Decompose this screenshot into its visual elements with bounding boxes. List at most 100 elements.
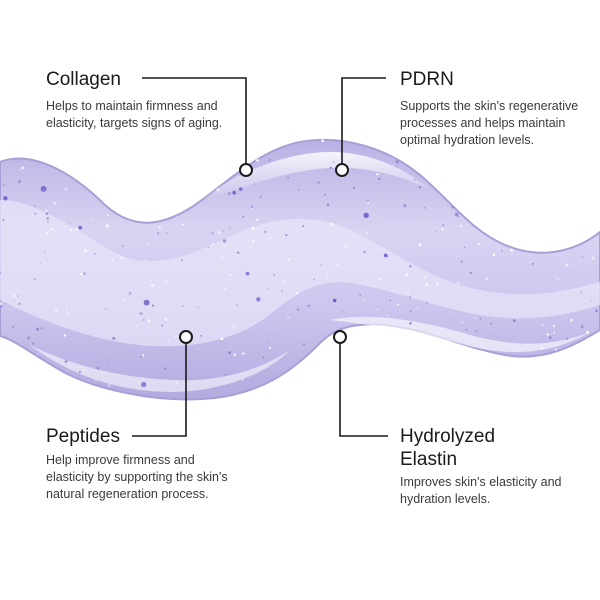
gel-speck bbox=[496, 308, 499, 310]
gel-speck bbox=[36, 327, 39, 331]
gel-speck bbox=[378, 177, 381, 180]
gel-speck bbox=[465, 328, 468, 331]
gel-speck bbox=[64, 225, 66, 228]
gel-speck bbox=[387, 255, 389, 258]
gel-speck bbox=[96, 366, 100, 370]
gel-speck bbox=[229, 227, 232, 230]
gel-speck bbox=[138, 381, 140, 384]
gel-speck bbox=[75, 227, 79, 231]
gel-speck bbox=[332, 298, 337, 303]
gel-speck bbox=[0, 305, 3, 308]
gel-speck bbox=[174, 335, 177, 338]
gel-speck bbox=[359, 293, 362, 296]
peptides-description: Help improve firmness and elasticity by … bbox=[46, 453, 228, 501]
gel-speck bbox=[2, 184, 5, 187]
gel-speck bbox=[268, 158, 272, 162]
gel-speck bbox=[251, 207, 253, 210]
gel-speck bbox=[236, 304, 238, 306]
gel-speck bbox=[143, 319, 145, 321]
gel-speck bbox=[223, 287, 226, 290]
gel-speck bbox=[92, 218, 94, 221]
gel-speck bbox=[553, 331, 556, 334]
gel-speck bbox=[229, 273, 232, 277]
gel-speck bbox=[296, 308, 300, 311]
gel-speck bbox=[425, 283, 429, 287]
gel-speck bbox=[395, 160, 399, 164]
gel-speck bbox=[282, 280, 286, 283]
gel-inner-band bbox=[0, 200, 600, 347]
gel-speck bbox=[207, 246, 210, 249]
gel-speck bbox=[105, 308, 107, 311]
gel-speck bbox=[389, 299, 392, 302]
gel-highlight-right bbox=[330, 316, 590, 353]
gel-speck bbox=[474, 317, 476, 319]
gel-speck bbox=[461, 321, 463, 324]
gel-speck bbox=[406, 291, 410, 295]
gel-speck bbox=[40, 327, 44, 330]
gel-speck bbox=[479, 317, 482, 320]
gel-speck bbox=[32, 342, 35, 345]
gel-speck bbox=[18, 302, 21, 305]
gel-speck bbox=[69, 222, 71, 224]
gel-speck bbox=[66, 305, 69, 308]
gel-speck bbox=[463, 246, 466, 248]
gel-speck bbox=[512, 319, 516, 322]
gel-speck bbox=[208, 326, 210, 328]
gel-speck bbox=[164, 367, 167, 370]
gel-speck bbox=[554, 276, 557, 279]
gel-speck bbox=[242, 378, 244, 381]
gel-speck bbox=[64, 360, 68, 363]
gel-speck bbox=[548, 336, 552, 340]
gel-speck bbox=[586, 330, 590, 334]
gel-speck bbox=[302, 343, 306, 346]
gel-speck bbox=[224, 373, 227, 376]
gel-speck bbox=[112, 336, 116, 340]
collagen-marker-dot bbox=[239, 163, 253, 177]
gel-speck bbox=[161, 324, 164, 327]
gel-speck bbox=[409, 296, 411, 298]
gel-specks bbox=[0, 139, 599, 388]
gel-speck bbox=[67, 313, 70, 315]
gel-speck bbox=[69, 228, 73, 232]
gel-speck bbox=[18, 169, 21, 171]
gel-speck bbox=[436, 282, 439, 286]
gel-speck bbox=[63, 334, 66, 337]
gel-speck bbox=[501, 250, 503, 252]
gel-speck bbox=[143, 299, 150, 306]
gel-speck bbox=[12, 326, 14, 328]
gel-speck bbox=[245, 271, 250, 276]
gel-speck bbox=[200, 335, 202, 337]
gel-speck bbox=[259, 195, 262, 199]
gel-speck bbox=[441, 227, 444, 231]
gel-speck bbox=[581, 325, 584, 328]
gel-speck bbox=[182, 223, 184, 226]
gel-speck bbox=[227, 192, 231, 196]
gel-speck bbox=[3, 196, 8, 201]
gel-speck bbox=[264, 230, 267, 234]
gel-speck bbox=[183, 308, 185, 310]
gel-speck bbox=[332, 161, 335, 163]
gel-speck bbox=[84, 249, 88, 253]
gel-speck bbox=[46, 231, 49, 234]
gel-speck bbox=[363, 212, 369, 218]
gel-speck bbox=[95, 379, 97, 381]
gel-speck bbox=[475, 330, 478, 333]
gel-speck bbox=[267, 340, 269, 342]
gel-speck bbox=[317, 181, 320, 184]
gel-speck bbox=[78, 370, 82, 374]
gel-speck bbox=[27, 336, 30, 340]
gel-speck bbox=[21, 166, 24, 170]
gel-speck bbox=[392, 164, 394, 166]
gel-speck bbox=[250, 205, 254, 209]
gel-speck bbox=[492, 253, 496, 256]
gel-speck bbox=[44, 209, 48, 213]
gel-speck bbox=[256, 218, 259, 221]
gel-speck bbox=[220, 255, 223, 258]
gel-speck bbox=[287, 258, 290, 261]
gel-speck bbox=[297, 189, 300, 191]
gel-speck bbox=[222, 239, 227, 243]
gel-speck bbox=[97, 255, 99, 257]
gel-speck bbox=[140, 355, 143, 358]
gel-speck bbox=[83, 272, 86, 275]
gel-speck bbox=[141, 377, 144, 380]
